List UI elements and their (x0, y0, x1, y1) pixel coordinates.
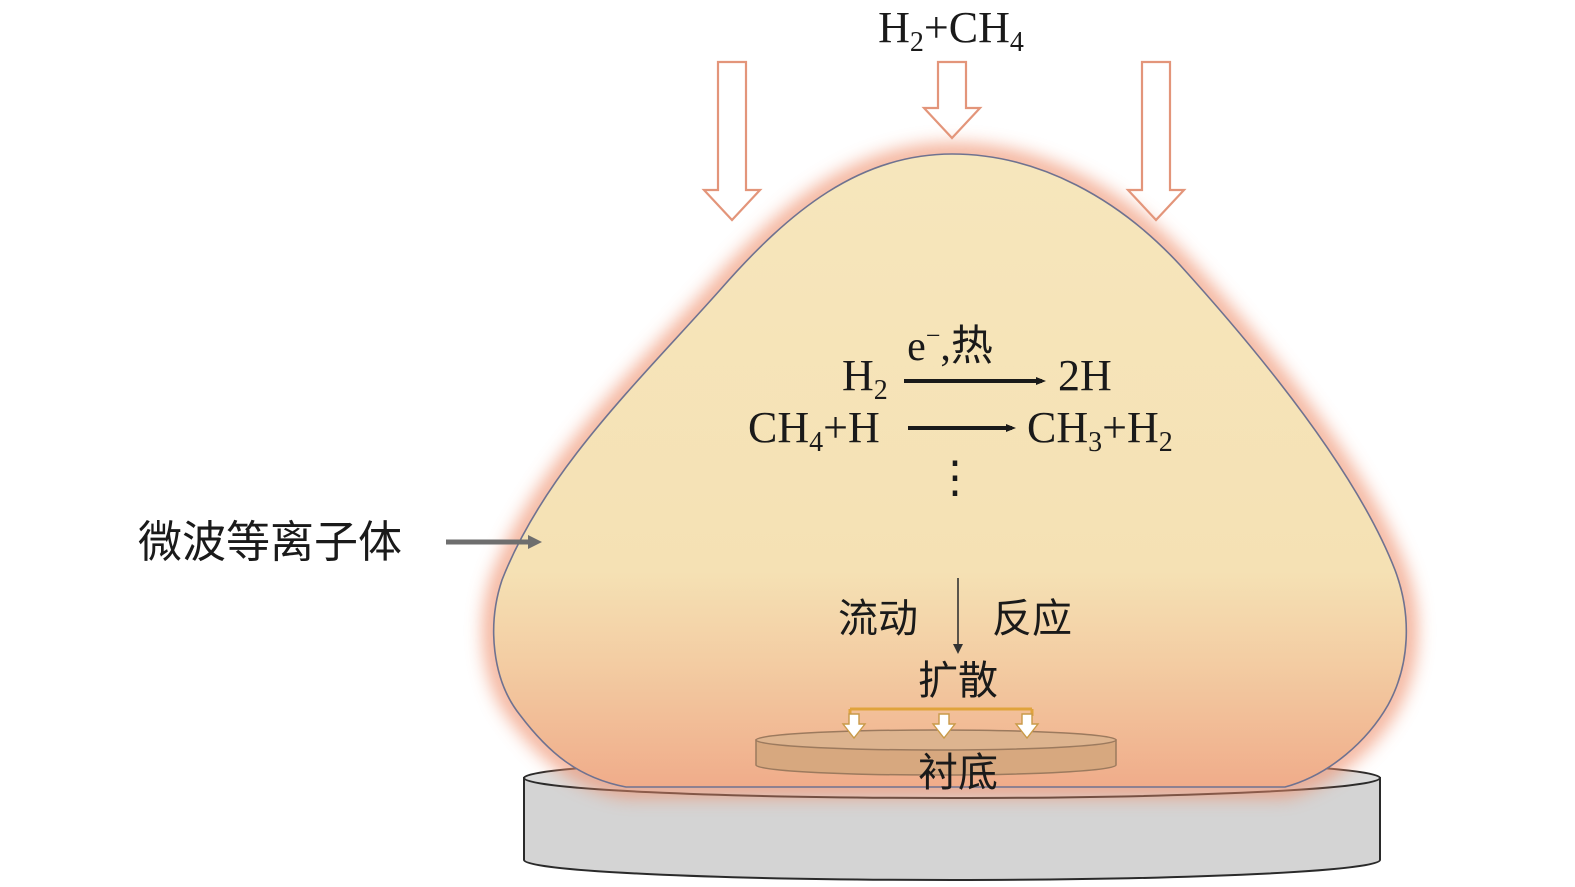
gas-inlet-arrows (701, 60, 1187, 222)
down-arrow-icon (931, 713, 957, 740)
down-arrow-icon (1014, 713, 1040, 740)
diffusion-label: 扩散 (918, 658, 998, 704)
continuation-dots: ⋮ (933, 453, 977, 502)
reaction-label: 反应 (992, 596, 1072, 642)
substrate-label: 衬底 (918, 750, 998, 796)
plasma-pointer-arrow (446, 535, 542, 549)
transport-arrow (953, 578, 963, 654)
plasma-ball (492, 153, 1408, 788)
reaction-2-reactant: CH4+H (748, 403, 880, 458)
diffusion-bracket (841, 707, 1040, 740)
plasma-label: 微波等离子体 (138, 517, 402, 568)
down-arrow-icon (921, 60, 983, 140)
reaction-2: CH4+H CH3+H2 (748, 403, 1173, 458)
reaction-2-product: CH3+H2 (1027, 403, 1173, 458)
reaction-1-condition: e−,热 (907, 321, 993, 370)
reaction-1-reactant: H2 (842, 351, 888, 406)
reaction-1-product: 2H (1058, 351, 1112, 400)
down-arrow-icon (841, 713, 867, 740)
down-arrow-icon (701, 60, 763, 222)
down-arrow-icon (1125, 60, 1187, 222)
flow-label: 流动 (838, 596, 918, 642)
reaction-1: H2 e−,热 2H (842, 321, 1112, 406)
gas-inlet-label: H2+CH4 (878, 3, 1024, 58)
